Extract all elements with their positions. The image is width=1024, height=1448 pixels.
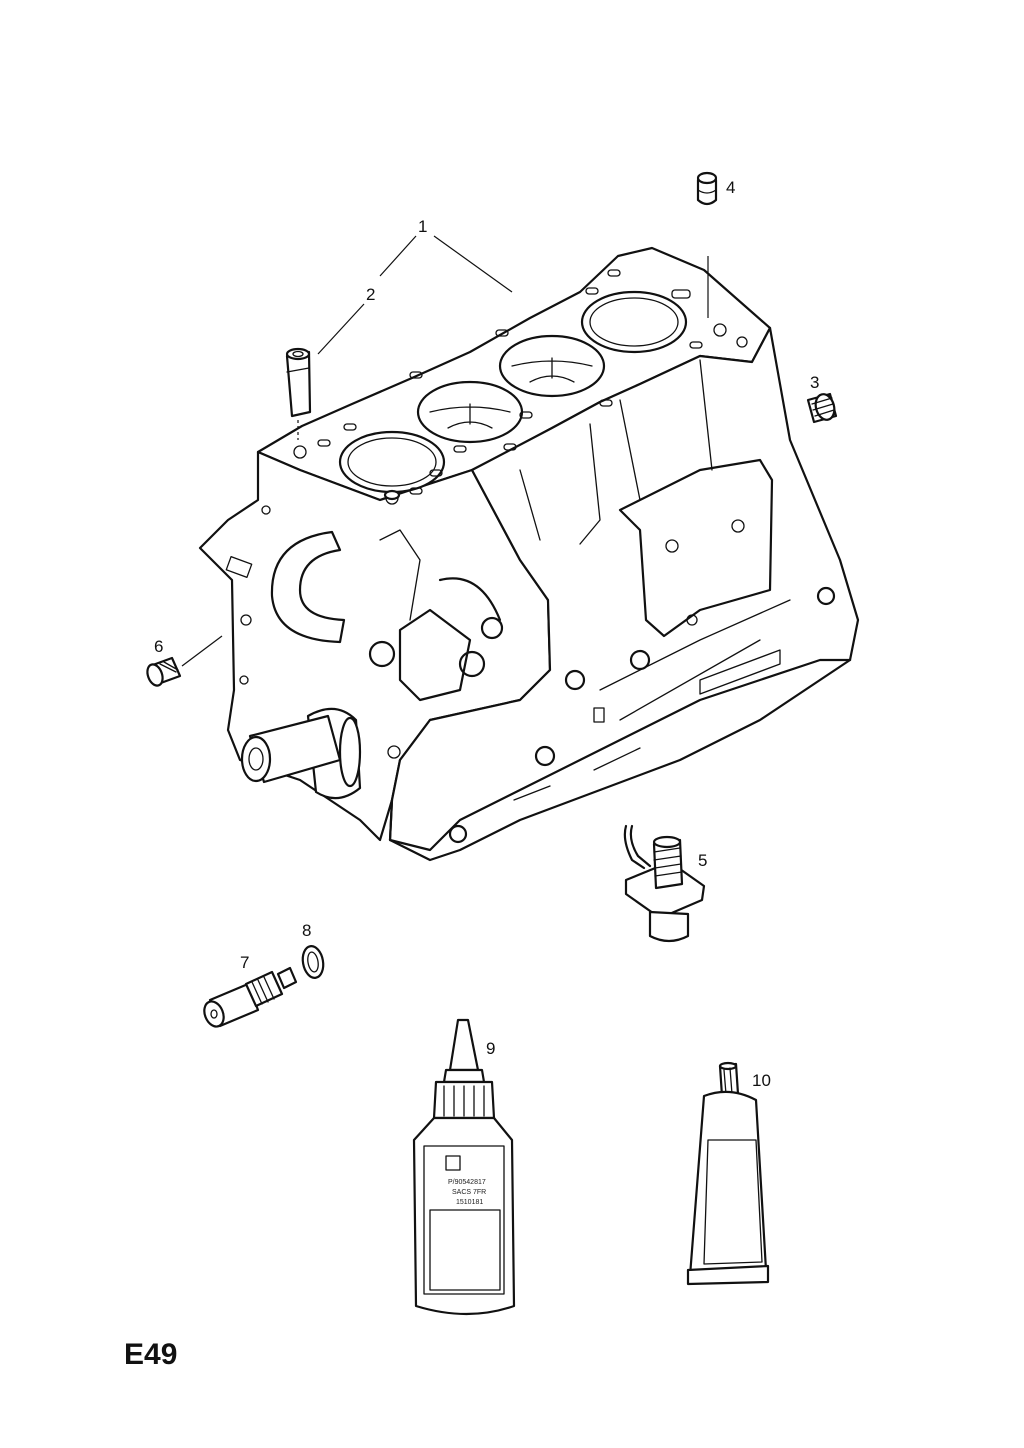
callout-4: 4 <box>726 178 735 197</box>
callout-7: 7 <box>240 953 249 972</box>
dowel-part-4 <box>696 171 718 318</box>
temp-sender-part-7 <box>203 966 298 1028</box>
callout-10: 10 <box>752 1071 771 1090</box>
bottle-label-line-2: SACS 7FR <box>452 1189 486 1196</box>
plug-part-3 <box>806 392 838 424</box>
callout-9: 9 <box>486 1039 495 1058</box>
bottle-label-line-1: P/90542817 <box>448 1179 486 1186</box>
callout-5: 5 <box>698 851 707 870</box>
bottle-label-line-3: 1510181 <box>456 1199 483 1206</box>
callout-leaders <box>317 235 513 355</box>
callout-3: 3 <box>810 373 819 392</box>
page-code: E49 <box>124 1338 177 1371</box>
sensor-part-5 <box>623 824 706 943</box>
sealant-tube-part-10 <box>686 1061 770 1286</box>
callout-1: 1 <box>418 217 427 236</box>
washer-part-8 <box>301 945 325 979</box>
callout-6: 6 <box>154 637 163 656</box>
sealant-bottle-part-9: P/90542817 SACS 7FR 1510181 <box>412 1018 516 1316</box>
callout-2: 2 <box>366 285 375 304</box>
plug-part-6 <box>146 635 223 687</box>
callout-8: 8 <box>302 921 311 940</box>
bolt-part <box>285 347 312 440</box>
engine-block <box>198 246 860 862</box>
